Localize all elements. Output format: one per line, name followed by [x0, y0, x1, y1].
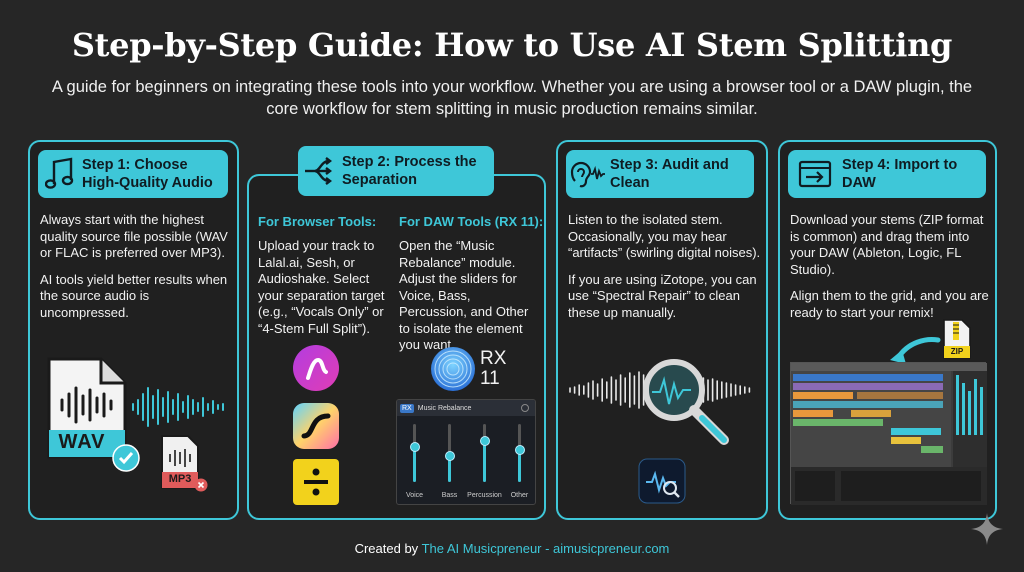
- rx-logo-icon: [430, 346, 476, 392]
- slider-knob[interactable]: [409, 442, 420, 453]
- browser-tools-heading: For Browser Tools:: [258, 214, 377, 229]
- slider-fill: [483, 441, 486, 482]
- step-1-title: Step 1: Choose High-Quality Audio: [82, 157, 213, 191]
- step-1-paragraph: AI tools yield better results when the s…: [40, 271, 228, 320]
- step-1-body: Always start with the highest quality so…: [40, 212, 235, 331]
- drag-arrow-icon: [886, 334, 942, 368]
- step-3-panel: [556, 140, 768, 520]
- footer-link[interactable]: The AI Musicpreneur - aimusicpreneur.com: [421, 541, 670, 556]
- audioshake-app-icon: [292, 458, 340, 506]
- module-badge: RX: [400, 403, 414, 413]
- step-4-paragraph: Download your stems (ZIP format is commo…: [790, 212, 984, 277]
- step-2-title: Step 2: Process the Separation: [342, 154, 477, 188]
- zip-file-icon: ZIP: [942, 318, 972, 360]
- mp3-label: MP3: [168, 473, 192, 485]
- footer-credit: Created by The AI Musicpreneur - aimusic…: [0, 541, 1024, 556]
- sesh-app-icon: [292, 402, 340, 450]
- slider-fill: [448, 455, 451, 482]
- rx-logo-text: RX: [480, 348, 507, 369]
- slider-label: Voice: [405, 492, 424, 499]
- step-4-body: Download your stems (ZIP format is commo…: [790, 212, 990, 331]
- module-help-icon[interactable]: [521, 404, 529, 412]
- step-3-title: Step 3: Audit and Clean: [610, 157, 729, 191]
- step-3-header: Step 3: Audit and Clean: [566, 150, 754, 198]
- step-3-paragraph: Listen to the isolated stem. Occasionall…: [568, 212, 761, 260]
- zip-label: ZIP: [950, 347, 964, 356]
- sparkle-icon: [970, 512, 1004, 546]
- step-2-header: Step 2: Process the Separation: [298, 146, 494, 196]
- slider-label: Other: [510, 492, 529, 499]
- slider-fill: [518, 450, 521, 482]
- rx-version-text: 11: [480, 368, 500, 389]
- step-4-title: Step 4: Import to DAW: [842, 157, 958, 191]
- slider-label: Bass: [441, 492, 458, 499]
- page-title: Step-by-Step Guide: How to Use AI Stem S…: [71, 26, 953, 64]
- wav-label: WAV: [58, 431, 106, 453]
- daw-tools-text: Open the “Music Rebalance” module. Adjus…: [399, 238, 529, 352]
- slider-fill: [413, 447, 416, 482]
- slider-knob[interactable]: [514, 445, 525, 456]
- ear-waveform-icon: [566, 152, 610, 196]
- spectral-repair-app-icon: [638, 458, 686, 504]
- page-subtitle: A guide for beginners on integrating the…: [51, 78, 973, 118]
- step-4-header: Step 4: Import to DAW: [788, 150, 986, 198]
- browser-tools-text: Upload your track to Lalal.ai, Sesh, or …: [258, 238, 385, 336]
- daw-screenshot: [790, 362, 987, 505]
- split-arrows-icon: [298, 149, 342, 193]
- daw-tools-heading: For DAW Tools (RX 11):: [399, 214, 544, 229]
- waveform-graphic: [130, 382, 230, 432]
- step-1-header: Step 1: Choose High-Quality Audio: [38, 150, 228, 198]
- footer-prefix: Created by: [354, 541, 422, 556]
- music-note-icon: [38, 152, 82, 196]
- import-arrow-icon: [788, 152, 842, 196]
- music-rebalance-module: RX Music Rebalance Voice Bass Percussion Ot…: [396, 399, 536, 505]
- waveform-magnifier-graphic: [566, 350, 758, 454]
- step-4-paragraph: Align them to the grid, and you are read…: [790, 288, 989, 320]
- lalal-app-icon: [292, 344, 340, 392]
- slider-label: Percussion: [467, 492, 502, 499]
- step-3-body: Listen to the isolated stem. Occasionall…: [568, 212, 762, 331]
- check-icon: [112, 444, 140, 472]
- error-x-icon: [194, 478, 208, 492]
- module-title: Music Rebalance: [417, 404, 472, 412]
- step-3-paragraph: If you are using iZotope, you can use “S…: [568, 271, 757, 320]
- step-1-paragraph: Always start with the highest quality so…: [40, 212, 228, 260]
- slider-knob[interactable]: [479, 436, 490, 447]
- slider-knob[interactable]: [444, 450, 455, 461]
- wav-file-icon: WAV: [46, 356, 128, 460]
- mp3-file-icon: MP3: [160, 434, 200, 490]
